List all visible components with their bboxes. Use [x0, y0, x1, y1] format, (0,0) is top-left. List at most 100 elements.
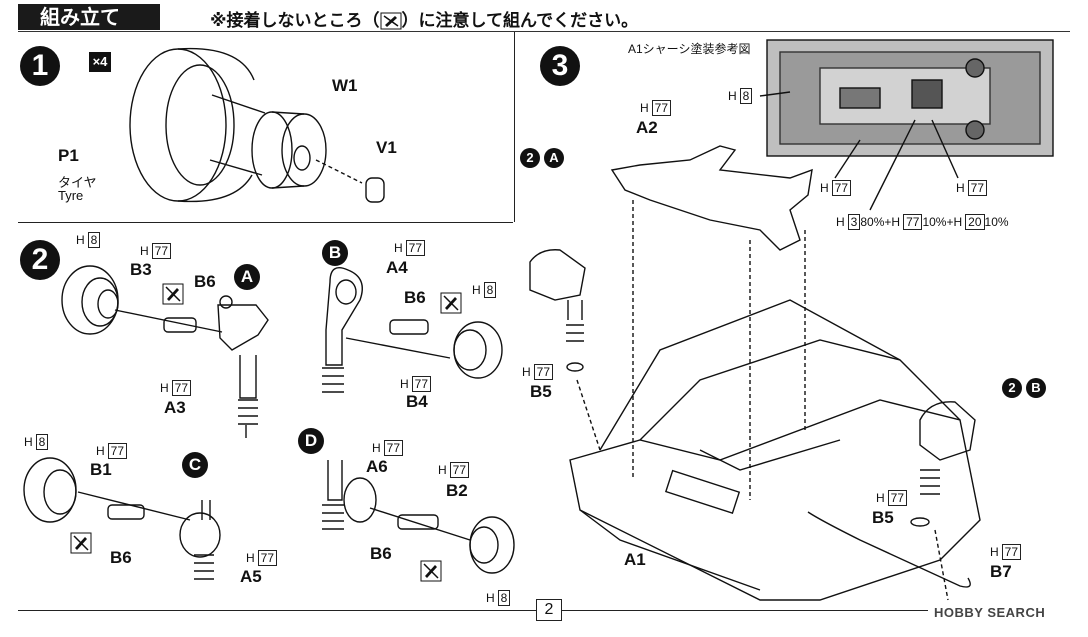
paint-number: 77	[831, 180, 852, 196]
part-b5-right: B5	[872, 508, 894, 527]
paint-prefix: H	[76, 233, 85, 247]
paint-prefix: H	[836, 215, 845, 229]
paint-number: 77	[151, 243, 172, 259]
notice-text-before: ※接着しないところ（	[210, 11, 380, 31]
paint-prefix: H	[876, 491, 885, 505]
part-b6-d: B6	[370, 544, 392, 563]
ref-badge-a: A	[544, 148, 564, 168]
part-w1: W1	[332, 76, 358, 95]
paint-number: 8	[483, 282, 497, 298]
paint-prefix: H	[246, 551, 255, 565]
part-b4: B4	[406, 392, 428, 411]
paint-prefix: H	[820, 181, 829, 195]
paint-number: 8	[497, 590, 511, 606]
step-2-badge: 2	[20, 240, 60, 280]
page-number: 2	[536, 599, 562, 621]
paint-number: 77	[1001, 544, 1022, 560]
paint-number: 77	[967, 180, 988, 196]
paint-number: 77	[533, 364, 554, 380]
no-glue-icon	[162, 283, 184, 305]
chassis-reference-caption: A1シャーシ塗装参考図	[628, 42, 751, 56]
footer-rule	[18, 610, 928, 611]
watermark: HOBBY SEARCH	[934, 605, 1046, 620]
paint-prefix: H	[96, 444, 105, 458]
paint-number: 8	[739, 88, 753, 104]
step-3-badge: 3	[540, 46, 580, 86]
mix-percent: 80%	[860, 215, 885, 229]
paint-prefix: H	[990, 545, 999, 559]
glue-notice: ※接着しないところ（ ）に注意して組んでください。	[210, 6, 638, 31]
paint-number: 77	[903, 214, 923, 230]
paint-prefix: H	[953, 215, 963, 229]
page-header: 組み立て ※接着しないところ（ ）に注意して組んでください。	[18, 4, 1070, 31]
part-a4: A4	[386, 258, 408, 277]
part-b1: B1	[90, 460, 112, 479]
paint-number: 20	[965, 214, 985, 230]
paint-prefix: H	[472, 283, 481, 297]
part-b7: B7	[990, 562, 1012, 581]
paint-prefix: H	[400, 377, 409, 391]
paint-prefix: H	[140, 244, 149, 258]
paint-prefix: H	[372, 441, 381, 455]
mix-plus: +	[946, 215, 954, 229]
paint-number: 77	[383, 440, 404, 456]
part-p1: P1	[58, 146, 79, 165]
page-title: 組み立て	[18, 4, 160, 30]
sub-step-c-badge: C	[182, 452, 208, 478]
paint-prefix: H	[486, 591, 495, 605]
part-a6: A6	[366, 457, 388, 476]
part-b6-c: B6	[110, 548, 132, 567]
paint-number: 77	[449, 462, 470, 478]
divider-step1	[18, 222, 513, 223]
paint-number: 77	[887, 490, 908, 506]
no-glue-icon	[440, 292, 462, 314]
ref-badge-2: 2	[520, 148, 540, 168]
paint-prefix: H	[24, 435, 33, 449]
paint-number: 8	[35, 434, 49, 450]
paint-prefix: H	[394, 241, 403, 255]
quantity-badge: ×4	[89, 52, 111, 72]
mix-percent: 10%	[984, 215, 1009, 229]
paint-number: 77	[411, 376, 432, 392]
part-b2: B2	[446, 481, 468, 500]
paint-prefix: H	[956, 181, 965, 195]
ref-badge-2b-num: 2	[1002, 378, 1022, 398]
paint-number: 77	[651, 100, 672, 116]
no-glue-icon	[420, 560, 442, 582]
header-rule	[18, 31, 1070, 32]
paint-number: 77	[257, 550, 278, 566]
part-a1: A1	[624, 550, 646, 569]
part-b5-left: B5	[530, 382, 552, 401]
mix-percent: 10%	[922, 215, 947, 229]
step-1-badge: 1	[20, 46, 60, 86]
paint-number: 77	[171, 380, 192, 396]
part-a5: A5	[240, 567, 262, 586]
tyre-label-ja: タイヤ	[58, 175, 97, 190]
no-glue-icon	[70, 532, 92, 554]
mix-plus: +	[884, 215, 892, 229]
paint-number: 77	[107, 443, 128, 459]
sub-step-d-badge: D	[298, 428, 324, 454]
notice-text-after: ）に注意して組んでください。	[401, 11, 639, 31]
part-v1: V1	[376, 138, 397, 157]
sub-step-b-badge: B	[322, 240, 348, 266]
paint-number: 3	[847, 214, 861, 230]
paint-prefix: H	[438, 463, 447, 477]
tyre-label-en: Tyre	[58, 188, 84, 203]
paint-number: 77	[405, 240, 426, 256]
